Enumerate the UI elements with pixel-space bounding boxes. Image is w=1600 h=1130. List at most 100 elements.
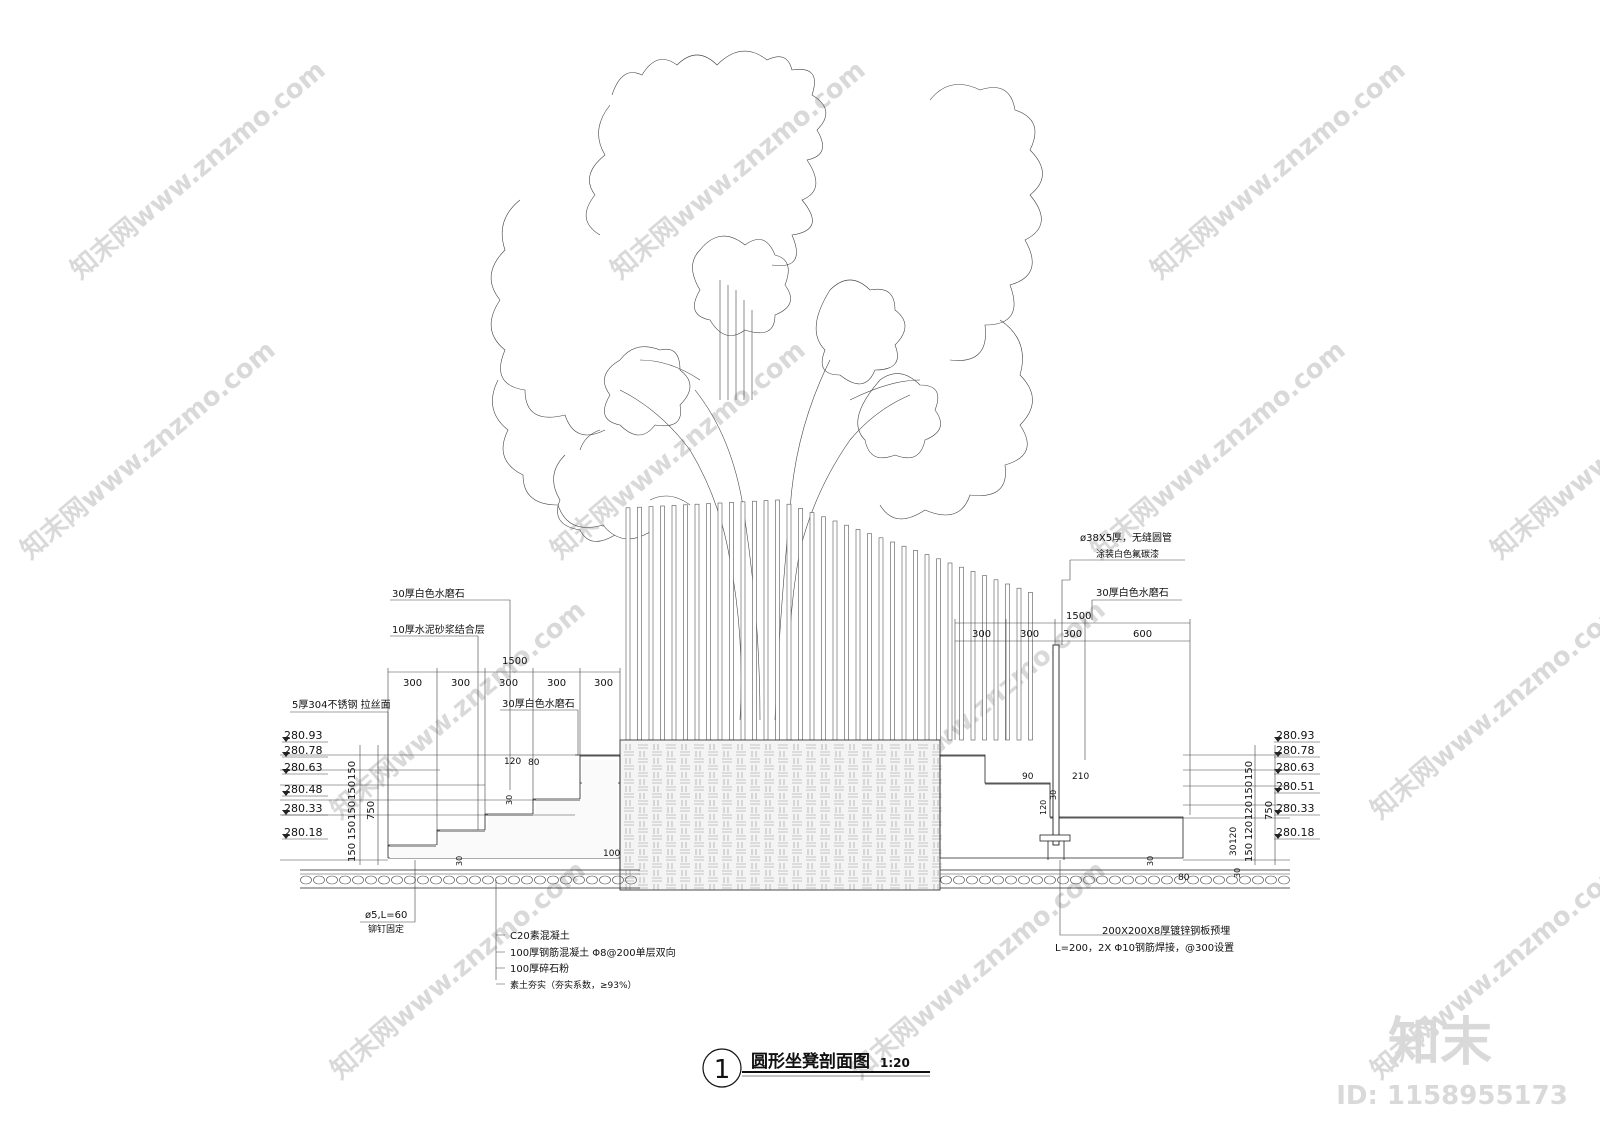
slat xyxy=(729,502,734,741)
watermark-text: 知末网www.znzmo.com xyxy=(545,335,811,565)
left-elevation-6: 280.18 xyxy=(284,826,323,839)
left-dim-seg-3: 300 xyxy=(499,678,518,689)
label-plate-1: 200X200X8厚镀锌钢板预埋 xyxy=(1102,924,1230,937)
right-dim-seg-3: 300 xyxy=(1063,629,1082,640)
watermark-text: 知末网www.znzmo.com xyxy=(1145,55,1411,285)
slat xyxy=(1005,583,1010,741)
slat xyxy=(993,579,999,741)
label-anchor-1: ø5,L=60 xyxy=(365,910,407,921)
label-plate-2: L=200，2X Φ10钢筋焊接，@300设置 xyxy=(1055,941,1234,954)
label-terrazzo-top: 30厚白色水磨石 xyxy=(392,587,465,600)
drawing-title-text: 圆形坐凳剖面图 xyxy=(751,1051,870,1072)
left-elevation-5: 280.33 xyxy=(284,802,323,815)
slat-screen xyxy=(625,499,1033,741)
slat xyxy=(752,500,757,741)
right-dim-total: 1500 xyxy=(1066,611,1091,622)
left-elevation-3: 280.63 xyxy=(284,761,323,774)
left-dimensions: 1500 300 300 300 300 300 150 150 150 150… xyxy=(280,656,620,866)
right-elevation-1: 280.93 xyxy=(1276,729,1315,742)
right-dim-small-9: 30 xyxy=(1233,868,1242,878)
label-terrazzo-right: 30厚白色水磨石 xyxy=(1096,586,1169,599)
slat xyxy=(775,499,780,741)
left-dim-v5: 150 xyxy=(347,843,358,862)
label-anchor-2: 铆钉固定 xyxy=(368,923,404,935)
watermark-text: 知末网www.znzmo.com xyxy=(605,55,871,285)
watermark-layer: 知末网www.znzmo.com 知末网www.znzmo.com 知末网www.z… xyxy=(15,55,1600,1085)
drawing-title: 1 圆形坐凳剖面图 1:20 xyxy=(702,1048,930,1088)
slat xyxy=(867,533,872,741)
left-bench xyxy=(387,754,621,870)
left-dim-seg-2: 300 xyxy=(451,678,470,689)
right-dim-small-6: 30 xyxy=(1229,844,1239,856)
label-terrazzo-step: 30厚白色水磨石 xyxy=(502,697,575,710)
left-dim-seg-4: 300 xyxy=(547,678,566,689)
left-leaders xyxy=(290,599,579,985)
slat xyxy=(982,575,987,741)
tree-illustration xyxy=(490,50,1043,721)
right-dim-total-height: 750 xyxy=(1264,801,1275,820)
left-dim-small-5: 100 xyxy=(603,849,620,859)
slat xyxy=(660,505,665,741)
right-dim-v5: 150 xyxy=(1244,843,1255,862)
slat xyxy=(740,501,746,741)
right-leaders xyxy=(1059,559,1195,936)
left-elevation-4: 280.48 xyxy=(284,783,323,796)
right-dim-small-5: 120 xyxy=(1229,827,1239,844)
slat xyxy=(844,524,849,741)
slat xyxy=(821,516,826,741)
right-dim-seg-1: 300 xyxy=(972,629,991,640)
slat xyxy=(671,505,677,741)
right-bench xyxy=(939,644,1184,860)
foundation-label-1: C20素混凝土 xyxy=(510,929,570,942)
right-dim-v3: 120 xyxy=(1244,801,1255,820)
slat xyxy=(637,506,642,741)
right-dimensions: 1500 300 300 300 600 150 150 120 120 150… xyxy=(954,611,1290,883)
slat xyxy=(809,512,815,741)
left-elevation-1: 280.93 xyxy=(284,729,323,742)
right-elevation-6: 280.18 xyxy=(1276,826,1315,839)
left-dim-seg-1: 300 xyxy=(403,678,422,689)
slat xyxy=(970,571,976,741)
label-mortar: 10厚水泥砂浆结合层 xyxy=(392,623,485,636)
right-dim-seg-2: 300 xyxy=(1020,629,1039,640)
right-elevation-5: 280.33 xyxy=(1276,802,1315,815)
right-elevation-2: 280.78 xyxy=(1276,744,1315,757)
slat xyxy=(913,550,918,741)
right-elevation-3: 280.63 xyxy=(1276,761,1315,774)
slat xyxy=(890,541,895,741)
right-dim-small-3: 120 xyxy=(1039,800,1048,815)
label-steel: 5厚304不锈钢 拉丝面 xyxy=(292,698,391,711)
left-dim-small-3: 30 xyxy=(505,795,514,805)
watermark-text: 知末网www.znzmo.com xyxy=(1485,335,1600,565)
slat xyxy=(798,508,803,741)
right-dim-seg-4: 600 xyxy=(1133,629,1152,640)
watermark-text: 知末网www.znzmo.com xyxy=(1365,595,1600,825)
left-dim-small-2: 80 xyxy=(528,758,540,768)
slat xyxy=(763,500,769,741)
drawing-number: 1 xyxy=(714,1055,731,1085)
left-dim-v2: 150 xyxy=(347,781,358,800)
left-dim-small-4: 30 xyxy=(455,856,464,866)
label-pipe-1: ø38X5厚，无缝圆管 xyxy=(1080,531,1172,544)
right-dim-small-8: 30 xyxy=(1146,856,1155,866)
drawing-scale: 1:20 xyxy=(880,1056,910,1070)
slat xyxy=(706,503,711,741)
slat xyxy=(648,506,654,741)
foundation-label-4: 素土夯实（夯实系数，≥93%） xyxy=(510,979,637,991)
left-dim-v1: 150 xyxy=(347,761,358,780)
label-pipe-2: 涂装白色氟碳漆 xyxy=(1096,548,1159,560)
right-dim-v1: 150 xyxy=(1244,761,1255,780)
slat xyxy=(683,504,688,741)
slat xyxy=(947,562,953,741)
right-dim-v4: 120 xyxy=(1244,821,1255,840)
slat xyxy=(878,537,884,741)
slat xyxy=(855,529,861,741)
slat xyxy=(959,566,964,741)
watermark-id: ID: 1158955173 xyxy=(1336,1081,1568,1111)
left-dim-seg-5: 300 xyxy=(594,678,613,689)
watermark-text: 知末网www.znzmo.com xyxy=(15,335,281,565)
left-dim-v4: 150 xyxy=(347,821,358,840)
